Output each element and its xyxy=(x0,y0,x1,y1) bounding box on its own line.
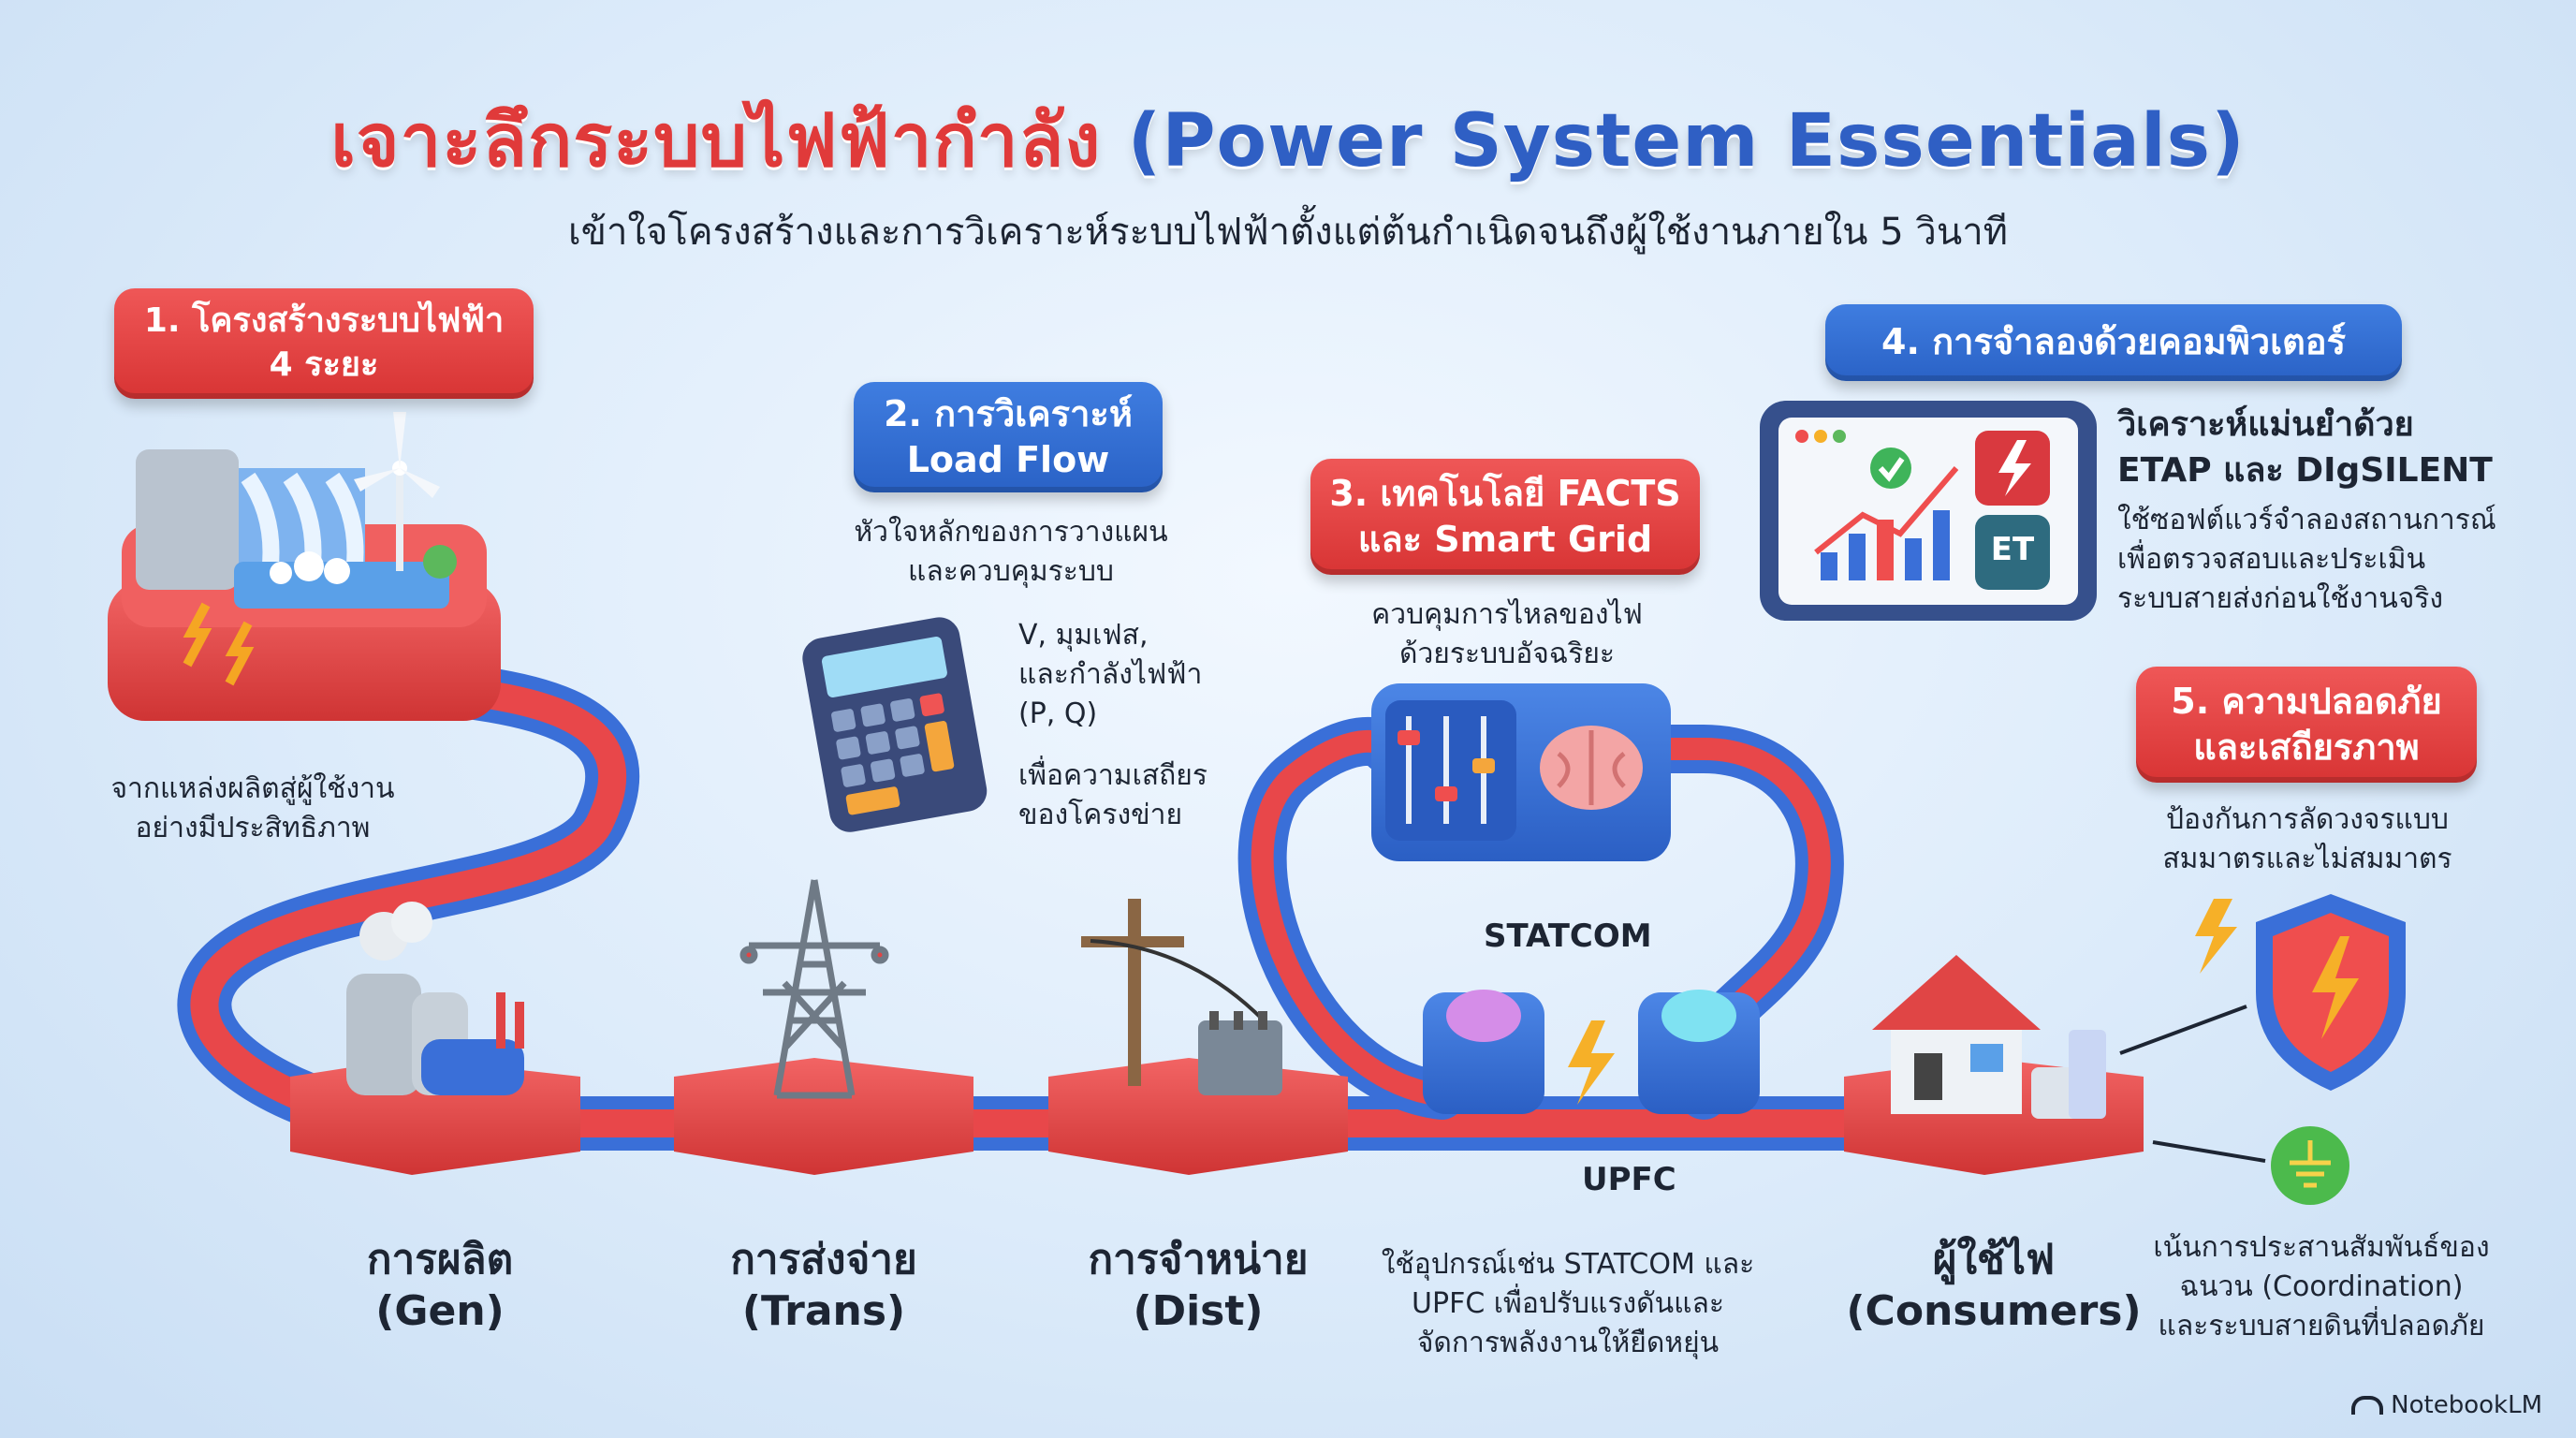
section-2-detail-2: เพื่อความเสถียร ของโครงข่าย xyxy=(1018,759,1208,831)
connector-line xyxy=(2152,1140,2266,1163)
ground-icon xyxy=(2271,1126,2349,1205)
stage-gen-en: (Gen) xyxy=(375,1287,505,1335)
section-2-desc: หัวใจหลักของการวางแผน และควบคุมระบบ xyxy=(854,516,1168,588)
smart-grid-controller xyxy=(1371,683,1671,861)
utility-pole-icon xyxy=(1081,899,1266,1086)
notebooklm-brand: NotebookLM xyxy=(2351,1391,2542,1419)
stage-dist-en: (Dist) xyxy=(1133,1287,1264,1335)
title-english: (Power System Essentials) xyxy=(1127,99,2246,183)
stage-gen-label: การผลิต (Gen) xyxy=(300,1234,580,1337)
statcom-label: STATCOM xyxy=(1484,917,1652,955)
calculator-icon xyxy=(802,617,988,832)
section-1-desc: จากแหล่งผลิตสู่ผู้ใช้งาน อย่างมีประสิทธิ… xyxy=(110,772,395,844)
section-3-detail: ใช้อุปกรณ์เช่น STATCOM และ UPFC เพื่อปรั… xyxy=(1381,1248,1755,1359)
section-4-badge: 4. การจำลองด้วยคอมพิวเตอร์ xyxy=(1825,304,2402,381)
connector-line xyxy=(2119,1005,2247,1055)
statcom-device xyxy=(1423,990,1544,1114)
shield-icon xyxy=(2195,894,2406,1091)
upfc-label: UPFC xyxy=(1582,1161,1676,1198)
power-plant-icon xyxy=(346,902,524,1095)
stage-consumers-th: ผู้ใช้ไฟ xyxy=(1932,1236,2056,1284)
section-3-badge: 3. เทคโนโลยี FACTS และ Smart Grid xyxy=(1310,459,1700,575)
stage-dist-th: การจำหน่าย xyxy=(1088,1236,1309,1284)
stage-trans-label: การส่งจ่าย (Trans) xyxy=(674,1234,973,1337)
section-5-detail: เน้นการประสานสัมพันธ์ของ ฉนวน (Coordinat… xyxy=(2153,1231,2490,1343)
page-subtitle: เข้าใจโครงสร้างและการวิเคราะห์ระบบไฟฟ้าต… xyxy=(567,211,2009,254)
section-5-badge: 5. ความปลอดภัย และเสถียรภาพ xyxy=(2136,667,2477,783)
transformer-icon xyxy=(1198,1011,1282,1095)
section-4-desc: ใช้ซอฟต์แวร์จำลองสถานการณ์ เพื่อตรวจสอบแ… xyxy=(2117,504,2496,615)
section-3-desc: ควบคุมการไหลของไฟ ด้วยระบบอัจฉริยะ xyxy=(1371,598,1643,670)
simulation-tablet xyxy=(1760,401,2097,621)
stage-trans-th: การส่งจ่าย xyxy=(730,1236,917,1284)
section-4-heading: วิเคราะห์แม่นยำด้วย ETAP และ DIgSILENT xyxy=(2117,405,2493,490)
hydro-dam-icon xyxy=(108,449,501,721)
section-2-detail-1: V, มุมเฟส, และกำลังไฟฟ้า (P, Q) xyxy=(1018,619,1203,730)
stage-consumers-en: (Consumers) xyxy=(1846,1287,2142,1335)
stage-trans-en: (Trans) xyxy=(741,1287,906,1335)
check-icon xyxy=(1870,448,1911,489)
stage-consumers-label: ผู้ใช้ไฟ (Consumers) xyxy=(1835,1234,2153,1337)
page-title: เจาะลึกระบบไฟฟ้ากำลัง (Power System Esse… xyxy=(0,82,2576,198)
et-logo-label: ET xyxy=(1990,531,2035,568)
house-icon xyxy=(1872,955,2106,1119)
section-1-badge: 1. โครงสร้างระบบไฟฟ้า 4 ระยะ xyxy=(114,288,534,399)
title-thai: เจาะลึกระบบไฟฟ้ากำลัง xyxy=(330,99,1102,183)
brand-text: NotebookLM xyxy=(2391,1391,2542,1419)
section-2-badge: 2. การวิเคราะห์ Load Flow xyxy=(854,382,1163,492)
chart-icon xyxy=(1814,466,1959,580)
stage-dist-label: การจำหน่าย (Dist) xyxy=(1039,1234,1357,1337)
platform-trans xyxy=(674,1058,973,1175)
upfc-device xyxy=(1638,990,1760,1114)
brain-icon xyxy=(1540,726,1643,810)
transmission-tower-icon xyxy=(739,879,889,1099)
stage-gen-th: การผลิต xyxy=(366,1236,514,1284)
wind-turbine-icon xyxy=(354,412,457,579)
notebooklm-icon xyxy=(2351,1396,2384,1415)
section-5-desc: ป้องกันการลัดวงจรแบบ สมมาตรและไม่สมมาตร xyxy=(2162,803,2452,875)
lightning-icon xyxy=(1568,1020,1615,1105)
